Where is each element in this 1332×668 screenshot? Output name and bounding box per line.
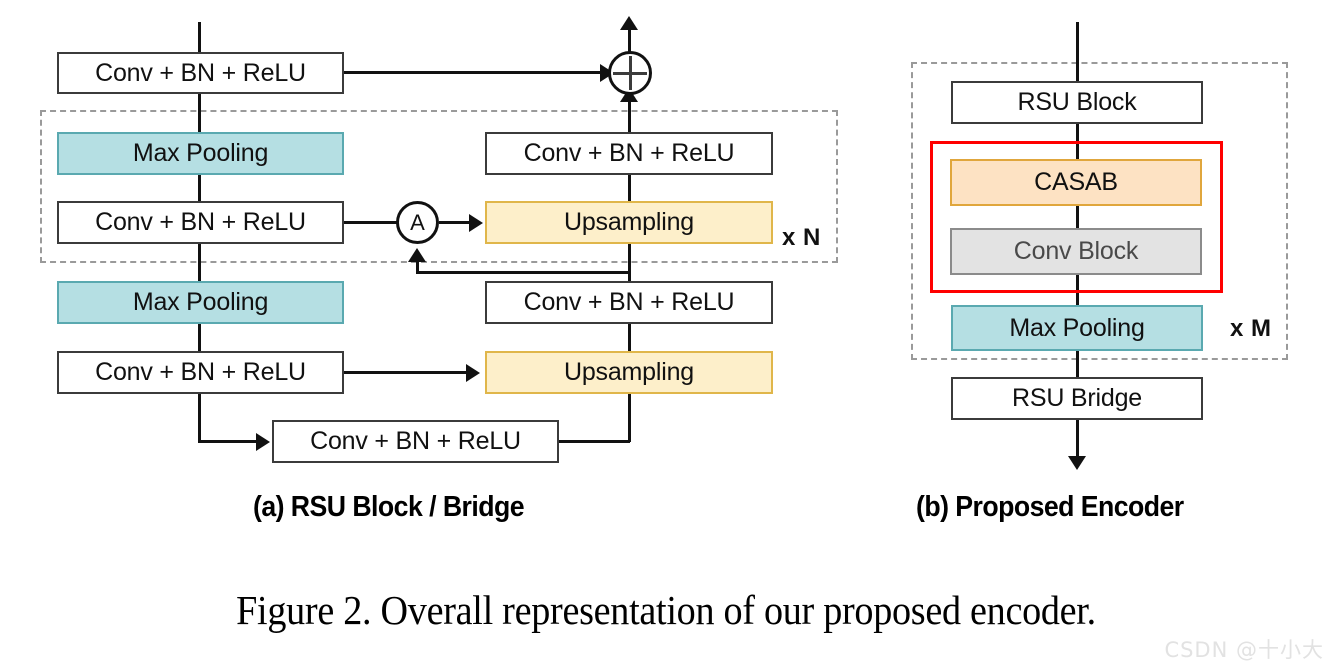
panel-a-attention-feedback-stem — [416, 262, 419, 274]
panel-a-pool2-to-conv2-line — [198, 322, 201, 352]
panel-a-node-conv-bottom: Conv + BN + ReLU — [272, 420, 559, 463]
panel-a-pool1-to-conv1-line — [198, 173, 201, 203]
panel-a-node-upsampling-1: Upsampling — [485, 201, 773, 244]
panel-a-attention-feedback-line — [416, 271, 629, 274]
panel-a-attention-to-upsample1-line — [439, 221, 475, 224]
panel-a-conv2-to-bottom-line — [198, 440, 260, 443]
panel-b-node-rsu-bridge: RSU Bridge — [951, 377, 1203, 420]
panel-a-conv1-to-pool2-line — [198, 242, 201, 282]
panel-a-conv2-to-upsample2-arrowhead — [466, 364, 480, 382]
panel-a-sum-input-stem — [628, 92, 631, 132]
panel-b-casab-to-convblock-line — [1076, 204, 1079, 231]
panel-b-output-arrowhead — [1068, 456, 1086, 470]
panel-a-node-conv-right-1: Conv + BN + ReLU — [485, 132, 773, 175]
panel-a-upsample1-to-convright1-line — [628, 173, 631, 203]
panel-a-node-maxpool-1: Max Pooling — [57, 132, 344, 175]
panel-a-node-upsampling-2: Upsampling — [485, 351, 773, 394]
panel-b-output-stem — [1076, 418, 1079, 460]
panel-b-node-conv-block: Conv Block — [950, 228, 1202, 275]
panel-a-conv1-to-attention-line — [344, 221, 397, 224]
panel-a-repeat-frame — [40, 110, 838, 263]
panel-a-node-top-conv: Conv + BN + ReLU — [57, 52, 344, 94]
panel-a-bottom-up-line — [628, 392, 631, 442]
panel-a-output-arrowhead — [620, 16, 638, 30]
panel-a-repeat-label: x N — [782, 224, 821, 251]
panel-a-node-conv-right-2: Conv + BN + ReLU — [485, 281, 773, 324]
panel-a-output-stem — [628, 20, 631, 54]
panel-a-node-conv-left-2: Conv + BN + ReLU — [57, 351, 344, 394]
watermark: CSDN @十小大 — [1164, 638, 1324, 662]
panel-a-attention-operator: A — [396, 201, 439, 244]
panel-a-attention-to-upsample1-arrowhead — [469, 214, 483, 232]
panel-a-node-conv-left-1: Conv + BN + ReLU — [57, 201, 344, 244]
panel-a-conv-to-pool1-line — [198, 92, 201, 134]
panel-b-node-casab: CASAB — [950, 159, 1202, 206]
panel-b-repeat-label: x M — [1230, 315, 1272, 342]
panel-a-conv2-to-upsample2-line — [344, 371, 471, 374]
panel-a-bottom-to-upsample2-line — [556, 440, 630, 443]
panel-a-input-stem — [198, 22, 201, 54]
plus-vertical-stroke-icon — [628, 56, 632, 90]
panel-a-conv2-down-line — [198, 392, 201, 443]
figure-caption: Figure 2. Overall representation of our … — [236, 587, 1096, 633]
panel-b-subcaption: (b) Proposed Encoder — [916, 491, 1184, 523]
panel-b-input-stem — [1076, 22, 1079, 83]
panel-b-highlight-frame — [930, 141, 1223, 293]
panel-a-upsample1-input-line — [628, 242, 631, 282]
panel-b-repeat-frame — [911, 62, 1288, 360]
panel-b-pool-to-bridge-line — [1076, 349, 1079, 379]
panel-b-node-maxpool: Max Pooling — [951, 305, 1203, 351]
panel-b-node-rsu-block: RSU Block — [951, 81, 1203, 124]
panel-a-skip-to-sum-line — [344, 71, 608, 74]
panel-a-conv2-to-bottom-arrowhead — [256, 433, 270, 451]
panel-a-subcaption: (a) RSU Block / Bridge — [253, 491, 525, 523]
panel-a-attention-feedback-arrowhead — [408, 248, 426, 262]
attention-letter-label: A — [410, 209, 425, 235]
panel-a-sum-operator — [608, 51, 652, 95]
panel-a-node-maxpool-2: Max Pooling — [57, 281, 344, 324]
panel-a-upsample2-to-convright2-line — [628, 322, 631, 352]
